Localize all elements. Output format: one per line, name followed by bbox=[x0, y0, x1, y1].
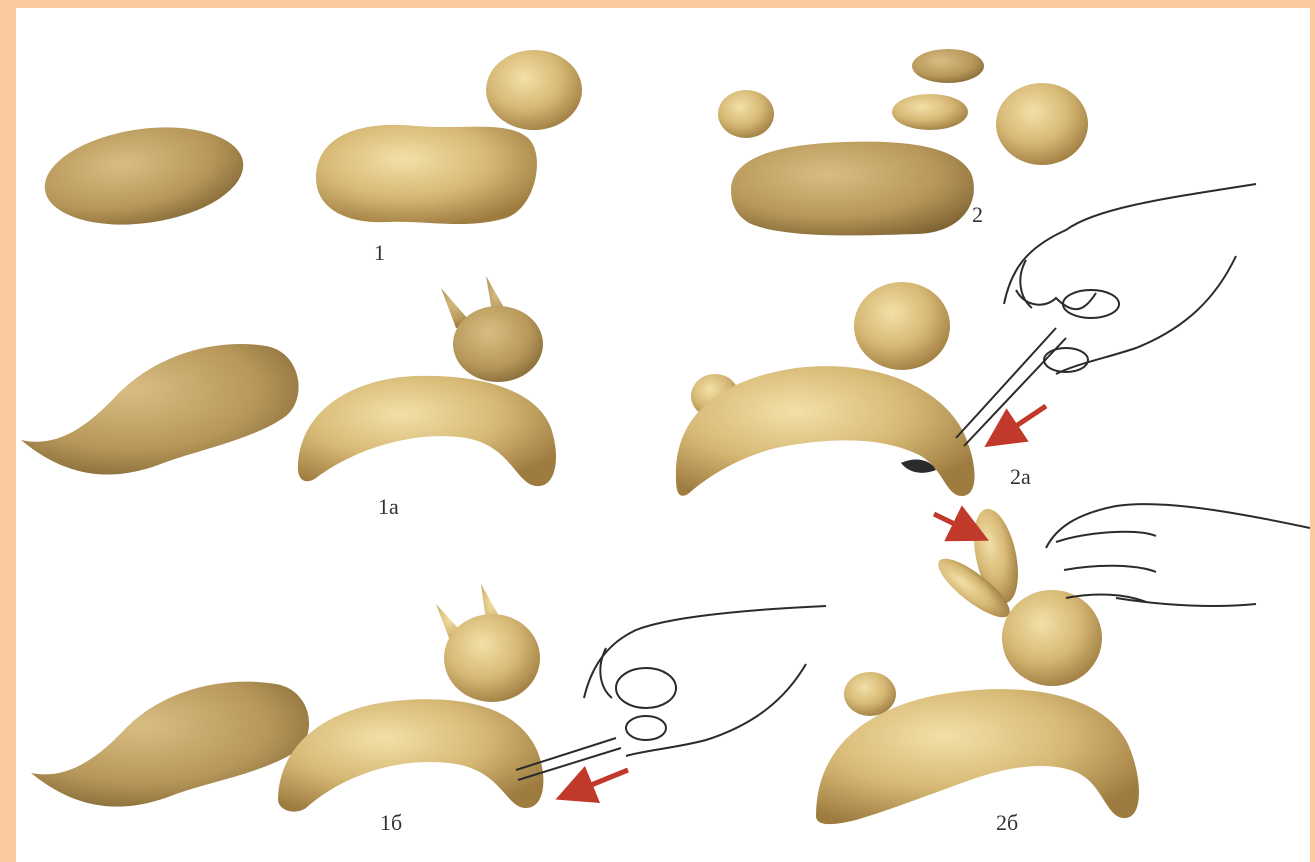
step-label-1a: 1a bbox=[378, 496, 399, 518]
step-1b-group bbox=[31, 584, 543, 812]
clay-head-with-ears bbox=[441, 276, 543, 382]
illustration-frame: 1 2 1a 2a 1б 2б bbox=[16, 8, 1310, 862]
clay-ball-head bbox=[996, 83, 1088, 165]
step-label-1: 1 bbox=[374, 242, 385, 264]
clay-ball-head bbox=[486, 50, 582, 130]
step-label-2b: 2б bbox=[996, 812, 1018, 834]
step-1-group bbox=[38, 50, 582, 236]
clay-flat-piece-top bbox=[912, 49, 984, 83]
clay-head-with-ears bbox=[436, 584, 540, 702]
clay-body-log bbox=[731, 142, 974, 236]
clay-kidney-body bbox=[316, 125, 537, 224]
clay-tail-piece bbox=[31, 682, 309, 807]
hand-with-scissors-2a bbox=[956, 184, 1256, 446]
hand-with-scissors-1b bbox=[516, 606, 826, 780]
step-2b-group bbox=[816, 505, 1139, 824]
clay-tail-ball bbox=[844, 672, 896, 716]
clay-head-ball bbox=[854, 282, 950, 370]
step-label-2a: 2a bbox=[1010, 466, 1031, 488]
step-2-group bbox=[718, 49, 1088, 235]
red-arrow bbox=[574, 770, 628, 792]
clay-tail-piece bbox=[21, 344, 299, 475]
red-arrow bbox=[934, 514, 971, 532]
step-2a-group bbox=[676, 282, 975, 496]
step-label-1b: 1б bbox=[380, 812, 402, 834]
step-1a-group bbox=[21, 276, 556, 486]
modeling-steps-illustration bbox=[16, 8, 1310, 862]
hand-2b bbox=[1046, 504, 1310, 606]
clay-curved-body bbox=[278, 699, 543, 811]
step-label-2: 2 bbox=[972, 204, 983, 226]
clay-flat-piece-bottom bbox=[892, 94, 968, 130]
clay-oval bbox=[38, 116, 249, 237]
clay-small-ball bbox=[718, 90, 774, 138]
clay-curved-body bbox=[298, 376, 556, 486]
red-arrow bbox=[1001, 406, 1046, 436]
